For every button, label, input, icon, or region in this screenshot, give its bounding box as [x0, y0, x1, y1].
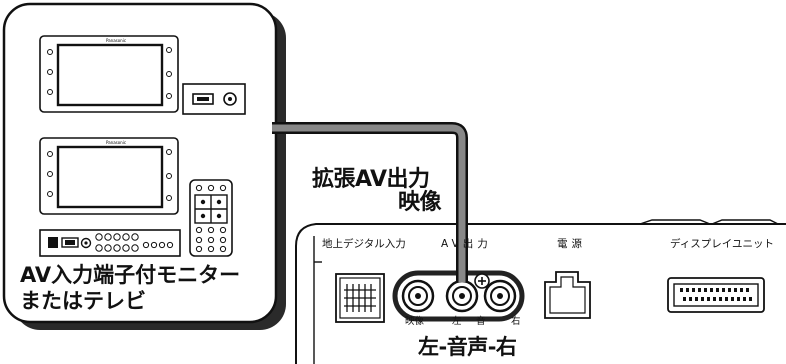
rca-label-audio: 音	[476, 316, 486, 327]
rear-panel	[295, 219, 786, 364]
cable-label-line1: 拡張AV出力	[312, 167, 430, 192]
cable-label-line2: 映像	[398, 190, 442, 215]
monitor-top: Panasonic	[39, 35, 179, 113]
label-av-output: AV出力	[441, 238, 492, 250]
device-caption-line2: またはテレビ	[20, 289, 146, 313]
av-cable	[272, 124, 466, 282]
bottom-caption: 左-音声-右	[418, 335, 517, 359]
rca-label-video: 映像	[405, 316, 425, 327]
monitor-brand-label-2: Panasonic	[106, 140, 126, 145]
device-caption-line1: AV入力端子付モニター	[20, 263, 241, 287]
monitor-bottom: Panasonic	[39, 137, 179, 215]
tuner-box	[182, 83, 246, 115]
label-power: 電源	[557, 238, 586, 250]
rca-label-left: 左	[452, 316, 462, 327]
remote-control	[189, 179, 233, 257]
terrestrial-digital-port	[335, 273, 385, 323]
monitor-brand-label: Panasonic	[106, 38, 126, 43]
label-display-unit: ディスプレイユニット	[670, 238, 775, 250]
label-terrestrial-digital-input: 地上デジタル入力	[322, 238, 406, 250]
display-unit-port	[667, 277, 765, 313]
rca-label-right: 右	[511, 316, 521, 327]
power-port	[544, 271, 591, 319]
av-deck	[39, 229, 181, 257]
